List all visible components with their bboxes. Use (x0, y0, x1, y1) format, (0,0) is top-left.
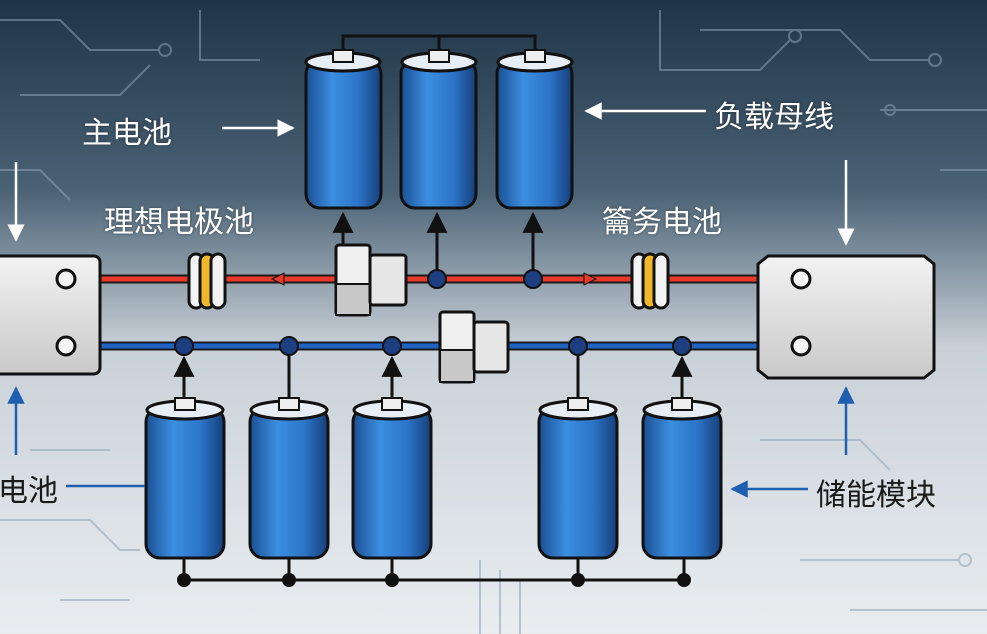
fuse-icon (630, 252, 670, 310)
left-battery-label: 电池 (0, 474, 58, 509)
junction-node-icon (174, 336, 692, 356)
ideal-pole-battery-label: 理想电极池 (104, 205, 254, 240)
bottom-battery-links (173, 355, 693, 397)
connector-block-icon (438, 310, 510, 384)
battery-cell-icon (248, 397, 330, 560)
background-circuit-traces (0, 10, 987, 634)
load-bus-label: 负载母线 (714, 100, 834, 135)
connector-block-icon (334, 243, 408, 317)
fuse-icon (187, 252, 227, 310)
service-battery-label: 籥务电池 (602, 205, 722, 240)
battery-cell-icon (304, 49, 383, 210)
junction-node-icon (427, 269, 543, 289)
battery-cell-icon (144, 397, 226, 560)
battery-cell-icon (351, 397, 433, 560)
bottom-common-wire (177, 558, 691, 587)
main-battery-label: 主电池 (82, 116, 172, 151)
battery-cell-icon (399, 49, 478, 210)
battery-cell-icon (537, 397, 619, 560)
storage-module-label: 储能模块 (816, 478, 936, 513)
battery-cell-icon (641, 397, 723, 560)
label-pointer-arrows (7, 102, 855, 498)
terminal-box-icon (0, 254, 102, 376)
terminal-box-icon (756, 254, 936, 380)
battery-cell-icon (495, 49, 574, 210)
